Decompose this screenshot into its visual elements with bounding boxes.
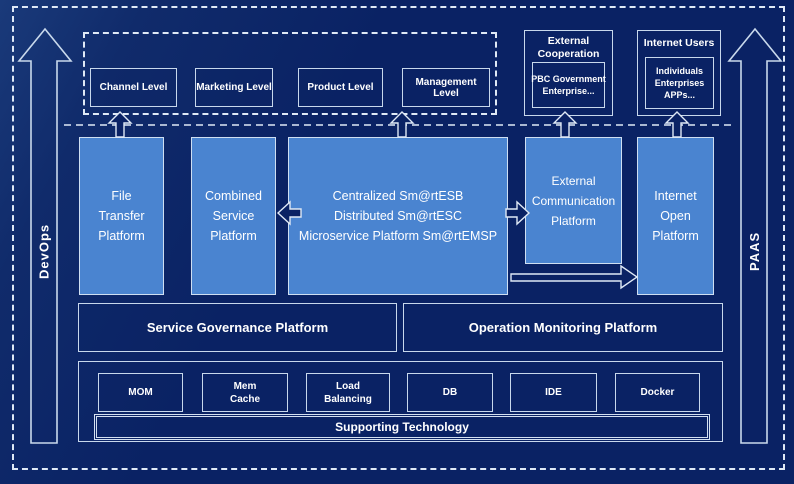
service-governance-label: Service Governance Platform (146, 320, 329, 335)
file-transfer-line3: Platform (98, 229, 145, 243)
internet-users-members: Individuals Enterprises APPs... (655, 65, 705, 101)
external-cooperation-title-line1: External (547, 35, 590, 47)
load-balancing-line1: Load (336, 380, 360, 392)
esb-line-distributed: Distributed Sm@rtESC (334, 209, 462, 223)
esb-line-centralized: Centralized Sm@rtESB (332, 189, 464, 203)
internet-open-platform-box: Internet Open Platform (637, 137, 714, 295)
db-box: DB (407, 373, 493, 412)
internet-open-line1: Internet (654, 189, 697, 203)
mem-cache-line1: Mem (233, 380, 257, 392)
mem-cache-line2: Cache (229, 393, 260, 405)
supporting-technology-label: Supporting Technology (335, 420, 469, 434)
internet-users-box: Internet Users Individuals Enterprises A… (637, 30, 721, 116)
consumer-levels-group (83, 32, 497, 115)
mom-label: MOM (128, 387, 153, 398)
channel-level-box: Channel Level (90, 68, 177, 107)
file-transfer-platform-box: File Transfer Platform (79, 137, 164, 295)
esb-platform-box: Centralized Sm@rtESB Distributed Sm@rtES… (288, 137, 508, 295)
supporting-technology-bar: Supporting Technology (94, 414, 710, 440)
external-cooperation-members-box: PBC Government Enterprise... (531, 62, 606, 108)
paas-rail-label: PAAS (747, 231, 762, 272)
load-balancing-line2: Balancing (324, 393, 372, 405)
marketing-level-box: Marketing Level (195, 68, 273, 107)
member-apps: APPs... (663, 90, 695, 100)
internet-open-line2: Open (660, 209, 691, 223)
internet-users-title: Internet Users (643, 37, 715, 49)
product-level-label: Product Level (307, 82, 374, 93)
file-transfer-line2: Transfer (98, 209, 145, 223)
member-individuals: Individuals (655, 66, 703, 76)
member-enterprise: Enterprise... (542, 86, 595, 96)
ide-label: IDE (545, 387, 562, 398)
external-communication-line1: External (551, 173, 596, 188)
external-cooperation-box: External Cooperation PBC Government Ente… (524, 30, 613, 116)
combined-service-platform-box: Combined Service Platform (191, 137, 276, 295)
docker-box: Docker (615, 373, 700, 412)
external-communication-platform-box: External Communication Platform (525, 137, 622, 264)
devops-rail-label: DevOps (36, 223, 52, 280)
external-communication-line3: Platform (551, 213, 596, 228)
ide-box: IDE (510, 373, 597, 412)
internet-users-members-box: Individuals Enterprises APPs... (645, 57, 714, 109)
marketing-level-label: Marketing Level (196, 82, 272, 93)
external-communication-line2: Communication (531, 193, 616, 208)
external-cooperation-title-line2: Cooperation (537, 48, 600, 60)
esb-line-microservice: Microservice Platform Sm@rtEMSP (298, 229, 498, 243)
external-cooperation-members: PBC Government Enterprise... (531, 73, 606, 97)
operation-monitoring-platform-box: Operation Monitoring Platform (403, 303, 723, 352)
combined-service-line3: Platform (210, 229, 257, 243)
member-enterprises: Enterprises (654, 78, 705, 88)
combined-service-line2: Service (212, 209, 255, 223)
docker-label: Docker (640, 387, 675, 398)
supporting-technology-section (78, 361, 723, 442)
operation-monitoring-label: Operation Monitoring Platform (468, 320, 658, 335)
file-transfer-line1: File (111, 189, 132, 203)
product-level-box: Product Level (298, 68, 383, 107)
management-level-box: Management Level (402, 68, 490, 107)
channel-level-label: Channel Level (99, 82, 168, 93)
external-cooperation-title: External Cooperation (525, 35, 612, 61)
outer-boundary-dashed (12, 6, 785, 470)
service-governance-platform-box: Service Governance Platform (78, 303, 397, 352)
combined-service-line1: Combined (205, 189, 262, 203)
internet-open-line3: Platform (652, 229, 699, 243)
member-pbc-government: PBC Government (531, 74, 606, 84)
management-level-label: Management Level (415, 76, 477, 99)
mom-box: MOM (98, 373, 183, 412)
db-label: DB (442, 387, 458, 398)
